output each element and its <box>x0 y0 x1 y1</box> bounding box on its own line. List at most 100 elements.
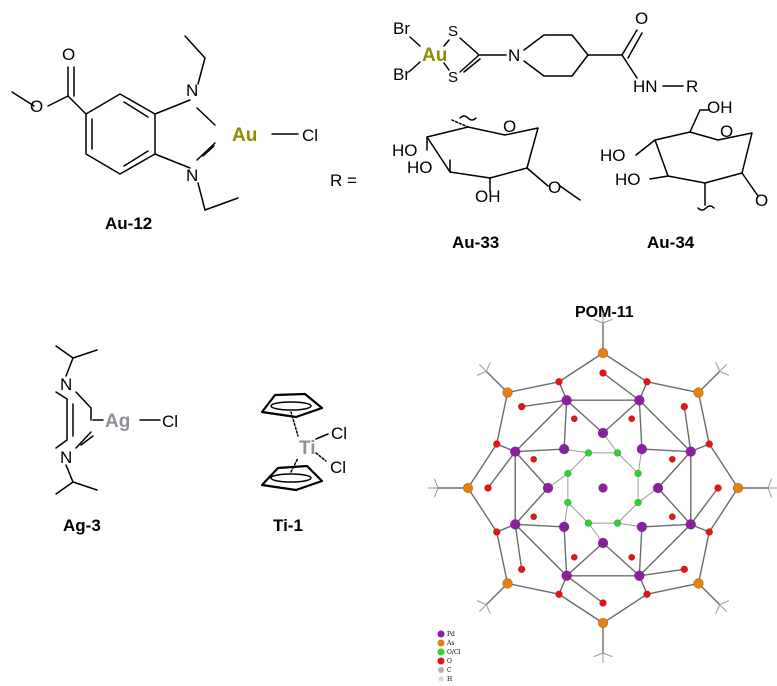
atom-pd <box>685 446 697 457</box>
atom-o-cl <box>634 469 642 478</box>
atom-o <box>628 415 636 423</box>
atom-oh: OH <box>707 98 733 117</box>
legend-pd: Pd <box>447 631 455 638</box>
atom-o-cl <box>564 498 572 507</box>
atom-pd <box>636 521 648 533</box>
atom-o <box>599 369 607 377</box>
atom-o <box>530 455 538 463</box>
label-au-33: Au-33 <box>452 233 499 252</box>
atom-n-bottom: N <box>186 166 198 185</box>
legend-ocl: O/Cl <box>447 649 461 656</box>
atom-o <box>680 402 689 411</box>
label-ti-1: Ti-1 <box>273 516 303 535</box>
atom-o-methoxy: O <box>548 178 561 197</box>
atom-n-top: N <box>60 375 72 394</box>
label-pom-11: POM-11 <box>575 304 634 321</box>
atom-o <box>530 513 538 521</box>
atom-o-cl <box>584 519 593 527</box>
atom-cl: Cl <box>162 412 178 431</box>
atom-pd <box>634 570 645 582</box>
label-ag-3: Ag-3 <box>63 516 101 535</box>
atom-o <box>668 513 676 521</box>
metal-au: Au <box>232 125 257 146</box>
atom-as <box>597 617 609 629</box>
atom-o-cl <box>584 449 593 457</box>
atom-pd <box>597 427 609 439</box>
atom-pd <box>636 443 648 455</box>
atom-o-cl <box>564 469 572 478</box>
atom-n-bottom: N <box>60 448 72 467</box>
atom-o <box>643 378 651 386</box>
atom-o-ester: O <box>30 97 43 116</box>
atom-o-cl <box>613 519 622 527</box>
atom-pd <box>509 519 521 530</box>
atom-o-methoxy: O <box>755 191 768 210</box>
structure-au-33: HO HO OH O O Au-33 <box>392 115 581 252</box>
atom-o-cl <box>613 449 622 457</box>
atom-pd <box>652 482 664 494</box>
atom-as <box>693 387 704 398</box>
atom-hn-amide: HN <box>633 77 658 96</box>
atom-o <box>680 565 689 574</box>
atom-as <box>693 578 704 589</box>
atom-o <box>714 484 722 492</box>
atom-n-top: N <box>186 81 198 100</box>
atom-o <box>570 553 578 561</box>
atom-o <box>555 590 563 598</box>
atom-cl-2: Cl <box>330 458 346 477</box>
legend-as: As <box>446 640 454 647</box>
atom-as <box>502 387 513 398</box>
atom-o <box>628 553 636 561</box>
atom-o <box>570 415 578 423</box>
atom-o <box>484 484 492 492</box>
atom-ho-2: HO <box>615 170 641 189</box>
atom-pd <box>561 394 572 406</box>
atom-br-top: Br <box>393 19 410 38</box>
atom-o <box>493 528 501 536</box>
atom-pd <box>685 519 697 530</box>
atom-cl-1: Cl <box>331 424 347 443</box>
atom-as <box>462 482 474 494</box>
structure-au-dtc-core: Br Br Au S S N O HN R <box>393 9 698 96</box>
atom-pd <box>542 482 554 494</box>
atom-br-bottom: Br <box>393 65 410 84</box>
atom-pd <box>558 521 570 533</box>
atom-o <box>493 440 501 448</box>
atom-oh: OH <box>475 187 501 206</box>
atom-pd <box>597 537 609 549</box>
structure-ag-3: N N Ag Cl Ag-3 <box>55 345 178 535</box>
atom-o <box>705 440 713 448</box>
atom-n-piperidine: N <box>508 46 520 65</box>
atom-as <box>597 347 609 359</box>
atom-o <box>668 455 676 463</box>
legend-o: O <box>447 658 452 665</box>
metal-au-dtc: Au <box>422 45 447 66</box>
atom-s-bottom: S <box>448 69 458 86</box>
structure-au-34: OH HO HO O O Au-34 <box>600 98 768 252</box>
atom-pd <box>634 394 645 406</box>
atom-o-cl <box>634 498 642 507</box>
atom-o-ring: O <box>720 122 733 141</box>
atom-ho-1: HO <box>392 141 418 160</box>
label-au-34: Au-34 <box>647 233 695 252</box>
atom-o <box>517 565 526 574</box>
atom-pd <box>598 483 608 493</box>
atom-o <box>643 590 651 598</box>
r-equals: R = <box>330 171 357 190</box>
atom-o-carbonyl: O <box>62 45 75 64</box>
atom-ho-2: HO <box>407 158 433 177</box>
metal-ag: Ag <box>105 411 130 432</box>
metal-ti: Ti <box>299 438 316 459</box>
atom-s-top: S <box>448 23 458 40</box>
pom-legend: Pd As O/Cl O C H <box>437 630 461 683</box>
atom-as <box>502 578 513 589</box>
atom-o <box>599 599 607 607</box>
atom-ho-1: HO <box>600 146 626 165</box>
atom-pd <box>509 446 521 457</box>
atom-o <box>705 528 713 536</box>
atom-o <box>517 402 526 411</box>
atom-pd <box>558 443 570 455</box>
label-au-12: Au-12 <box>105 214 152 233</box>
atom-pd <box>561 570 572 582</box>
